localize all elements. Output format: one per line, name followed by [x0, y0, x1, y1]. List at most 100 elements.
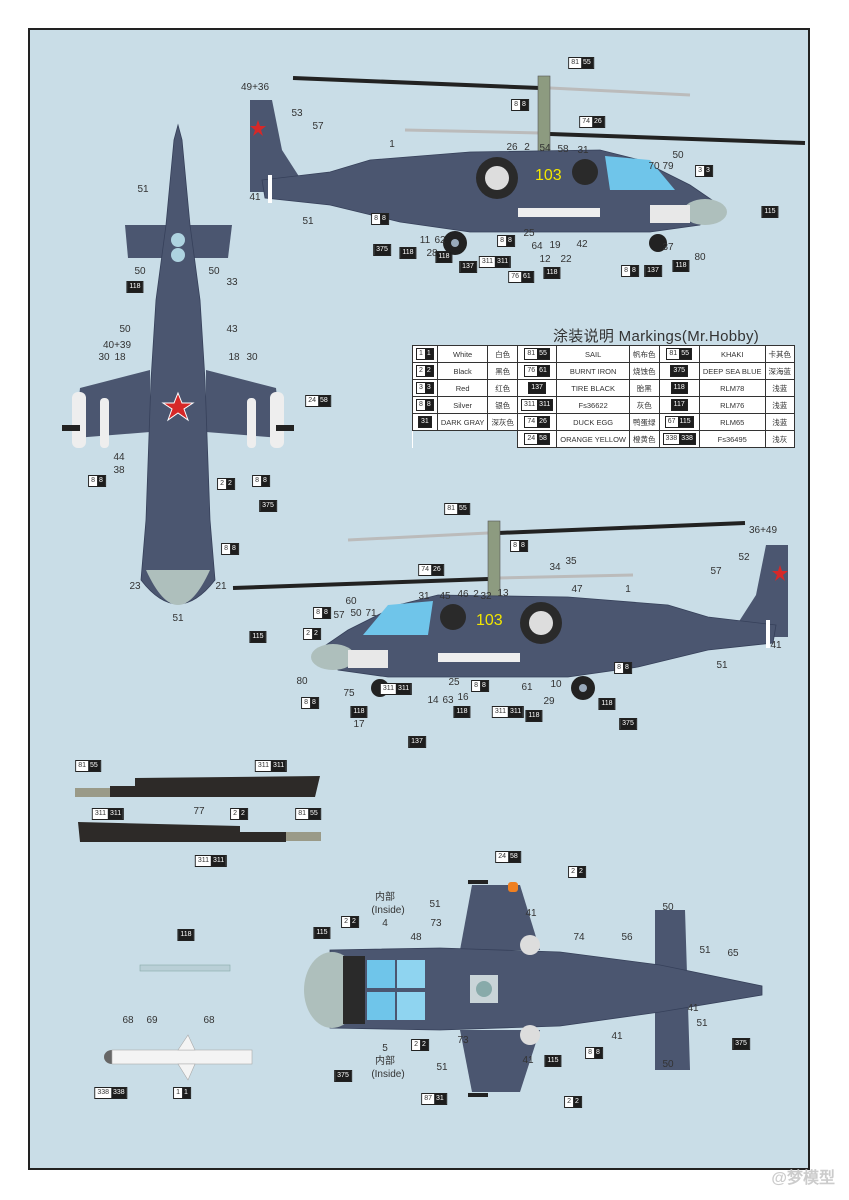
legend-en: ORANGE YELLOW: [556, 430, 630, 448]
callout-number: 53: [291, 108, 303, 119]
paint-code-chip: 115: [249, 631, 267, 643]
legend-cn: 深海蓝: [764, 362, 796, 380]
legend-en: RLM78: [698, 379, 766, 397]
callout-number: 79: [662, 161, 674, 172]
paint-code-chip: 118: [672, 260, 690, 272]
callout-number: 50: [119, 324, 131, 335]
callout-number: 26: [506, 142, 518, 153]
callout-number: 16: [457, 692, 469, 703]
callout-number: 30: [246, 352, 258, 363]
paint-code-chip: 118: [350, 706, 368, 718]
callout-number: 58: [557, 144, 569, 155]
callout-number: 50: [662, 902, 674, 913]
callout-number: 50: [208, 266, 220, 277]
callout-number: 41: [611, 1031, 623, 1042]
paint-code-chip: 118: [177, 929, 195, 941]
legend-cn: 烧蚀色: [629, 362, 660, 380]
callout-number: 46: [457, 589, 469, 600]
callout-number: 41: [525, 908, 537, 919]
callout-number: 13: [497, 588, 509, 599]
callout-number: 80: [694, 252, 706, 263]
callout-number: 30: [98, 352, 110, 363]
legend-en: Fs36495: [698, 430, 766, 448]
legend-title: 涂装说明 Markings(Mr.Hobby): [553, 328, 760, 345]
callout-number: 51: [436, 1062, 448, 1073]
watermark: @梦模型: [771, 1170, 835, 1187]
callout-number: 74: [573, 932, 585, 943]
callout-number: 22: [560, 254, 572, 265]
callout-number: 31: [418, 591, 430, 602]
callout-number: 48: [410, 932, 422, 943]
paint-code-chip: 375: [670, 365, 689, 377]
legend-en: RLM65: [698, 413, 766, 431]
callout-number: 2: [524, 142, 530, 153]
paint-code-chip: 118: [435, 251, 453, 263]
callout-number: 11: [419, 235, 431, 246]
callout-number: 52: [738, 552, 750, 563]
callout-number: 19: [549, 240, 561, 251]
callout-number: 31: [577, 145, 589, 156]
callout-number: 40+39: [102, 340, 132, 351]
top-view: [62, 123, 294, 605]
callout-number: 41: [687, 1003, 699, 1014]
legend-en: SAIL: [556, 345, 630, 363]
callout-number: 50: [134, 266, 146, 277]
callout-number: 68: [122, 1015, 134, 1026]
callout-number: 1: [389, 139, 395, 150]
callout-number: 54: [539, 143, 551, 154]
legend-cn: 灰色: [629, 396, 660, 414]
paint-code-chip: 375: [619, 718, 637, 730]
legend-cn: 胎黑: [629, 379, 660, 397]
pylon: [139, 964, 231, 972]
callout-number: (Inside): [371, 905, 405, 916]
legend-cn: 帆布色: [629, 345, 660, 363]
callout-number: 1: [625, 584, 631, 595]
callout-number: 73: [430, 918, 442, 929]
callout-number: 25: [523, 228, 535, 239]
callout-number: 61: [521, 682, 533, 693]
callout-number: 29: [543, 696, 555, 707]
callout-number: 51: [696, 1018, 708, 1029]
missile: [104, 1034, 253, 1081]
callout-number: 51: [699, 945, 711, 956]
side-number-left: 103: [476, 612, 503, 629]
callout-number: 50: [662, 1059, 674, 1070]
legend-cn: 卡其色: [764, 345, 796, 363]
legend-cn: 鸭蛋绿: [629, 413, 660, 431]
legend-en: DUCK EGG: [556, 413, 630, 431]
callout-number: 70: [648, 161, 660, 172]
callout-number: 73: [457, 1035, 469, 1046]
callout-number: 4: [382, 918, 388, 929]
callout-number: 51: [302, 216, 314, 227]
callout-number: 44: [113, 452, 125, 463]
callout-number: 49+36: [240, 82, 270, 93]
